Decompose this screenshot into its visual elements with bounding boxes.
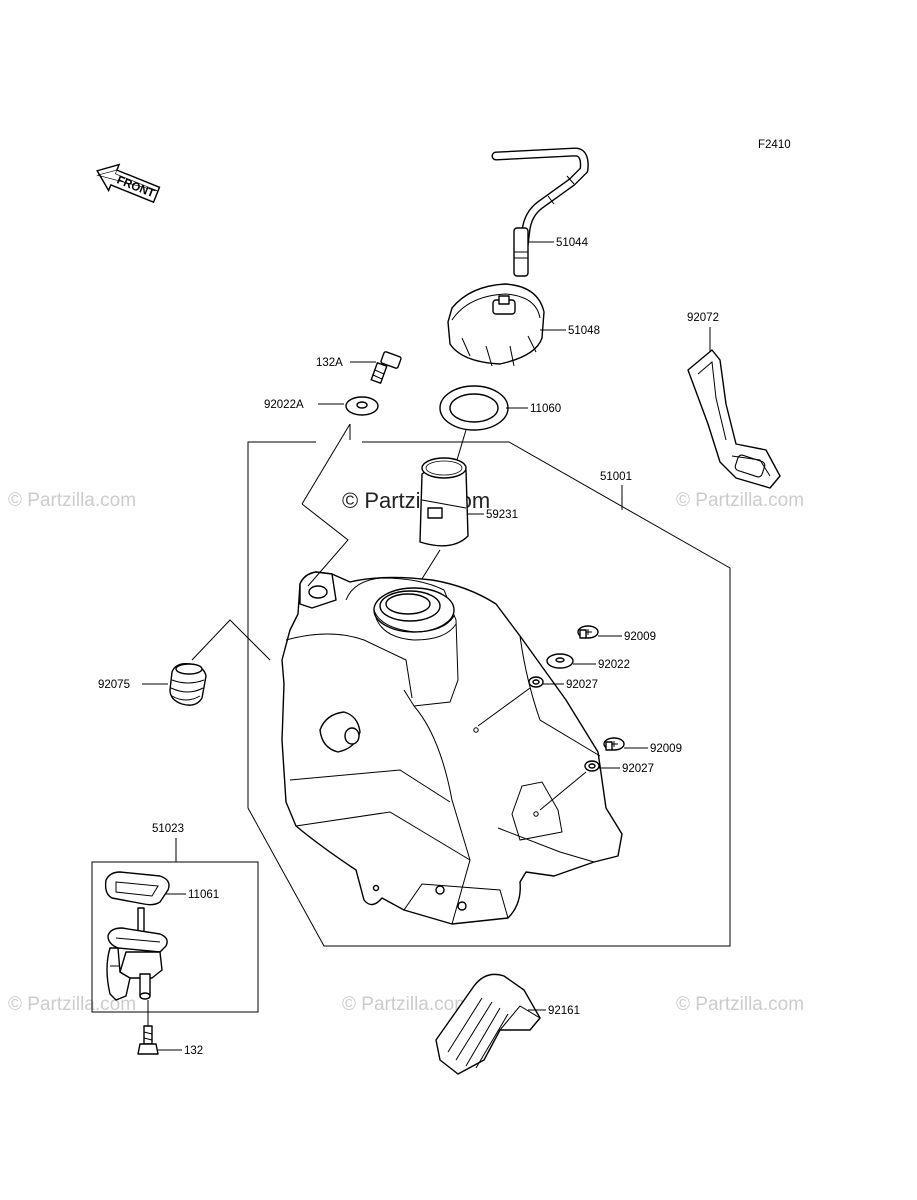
tank-strap-part <box>687 349 781 489</box>
assembly-outline-51001 <box>247 441 731 947</box>
damper-92075-part <box>169 662 207 706</box>
callout-132: 132 <box>184 1045 203 1057</box>
callout-92027-upper: 92027 <box>566 679 598 691</box>
gasket-11061-part <box>104 871 170 906</box>
callout-51044: 51044 <box>556 237 589 249</box>
watermark-right-bottom: © Partzilla.com <box>676 994 804 1015</box>
washer-92022a-part <box>345 396 379 416</box>
fuel-cock-group-box <box>91 861 259 1013</box>
filter-59231-part <box>419 457 469 547</box>
gasket-11060-part <box>439 385 509 431</box>
washer-92022-part <box>546 653 574 669</box>
callout-92027-lower: 92027 <box>622 763 654 775</box>
breather-hose-part <box>491 147 589 277</box>
callout-51001: 51001 <box>600 471 632 483</box>
figure-code: F2410 <box>758 139 791 151</box>
fuel-tank-51001-part <box>281 571 623 925</box>
watermark-left-top: © Partzilla.com <box>8 490 136 511</box>
bolt-132-part <box>137 1025 159 1055</box>
front-arrow-icon: FRONT <box>96 163 161 204</box>
watermark-right-top: © Partzilla.com <box>676 490 804 511</box>
fuel-cap-part <box>447 283 545 367</box>
cover-92161-part <box>435 973 541 1075</box>
callout-11060: 11060 <box>530 403 561 415</box>
grommet-92027b-part <box>584 760 600 772</box>
callout-11061: 11061 <box>188 889 219 901</box>
screw-92009a-part <box>577 625 599 639</box>
bolt-132a-part <box>370 351 402 384</box>
fuel-cock-part <box>106 907 168 1001</box>
callout-132a: 132A <box>316 357 343 369</box>
watermark-center-bottom: © Partzilla.com <box>342 994 470 1015</box>
callout-92022a: 92022A <box>264 399 304 411</box>
callout-92022: 92022 <box>598 659 630 671</box>
callout-51048: 51048 <box>568 325 600 337</box>
callout-92009-upper: 92009 <box>624 631 656 643</box>
grommet-92027a-part <box>528 676 544 688</box>
callout-92072: 92072 <box>687 312 719 324</box>
callout-92161: 92161 <box>548 1005 580 1017</box>
callout-92075: 92075 <box>98 679 130 691</box>
callout-92009-lower: 92009 <box>650 743 682 755</box>
screw-92009b-part <box>603 737 625 751</box>
watermark-main: © Partzilla.com <box>342 488 490 513</box>
callout-59231: 59231 <box>486 509 518 521</box>
callout-51023: 51023 <box>152 823 184 835</box>
watermark-left-bottom: © Partzilla.com <box>8 994 136 1015</box>
